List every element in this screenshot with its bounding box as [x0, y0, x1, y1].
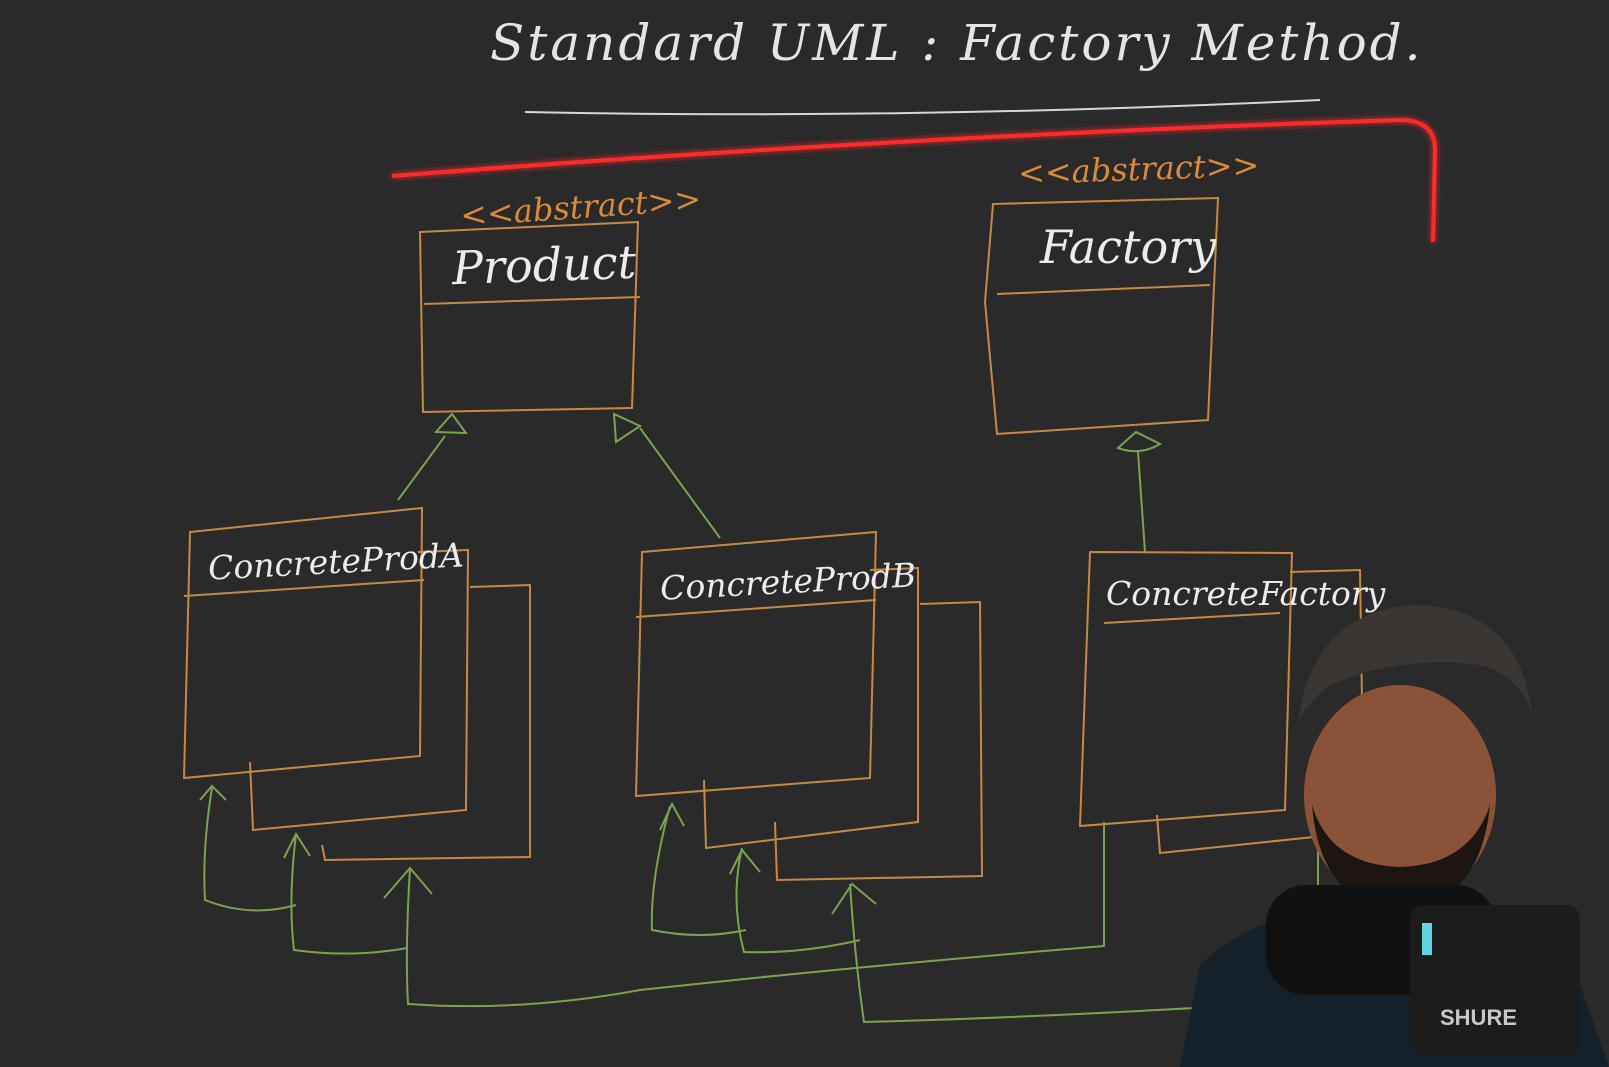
product-class-name: Product: [451, 234, 637, 296]
concrete-factory-class-name: ConcreteFactory: [1106, 574, 1386, 613]
factory-creates-connectors: [199, 784, 1319, 1024]
concrete-prod-a-stack: [182, 506, 531, 862]
factory-class-name: Factory: [1040, 220, 1217, 274]
factory-class-box: [983, 196, 1220, 436]
page-title: Standard UML : Factory Method.: [490, 14, 1424, 72]
presenter-webcam: SHURE: [1180, 605, 1609, 1067]
inheritance-arrow-factory: [1116, 430, 1163, 553]
presenter-silhouette: SHURE: [1180, 605, 1609, 1067]
concrete-prod-b-stack: [634, 530, 984, 882]
inheritance-arrow-prod-a: [397, 412, 469, 501]
title-underline: [524, 99, 1321, 116]
concrete-factory-stack: [1078, 550, 1363, 855]
inheritance-arrow-prod-b: [612, 412, 721, 539]
mic-brand-logo: SHURE: [1440, 1005, 1517, 1030]
red-highlight-stroke: [391, 117, 1438, 243]
product-class-box: [418, 220, 641, 414]
